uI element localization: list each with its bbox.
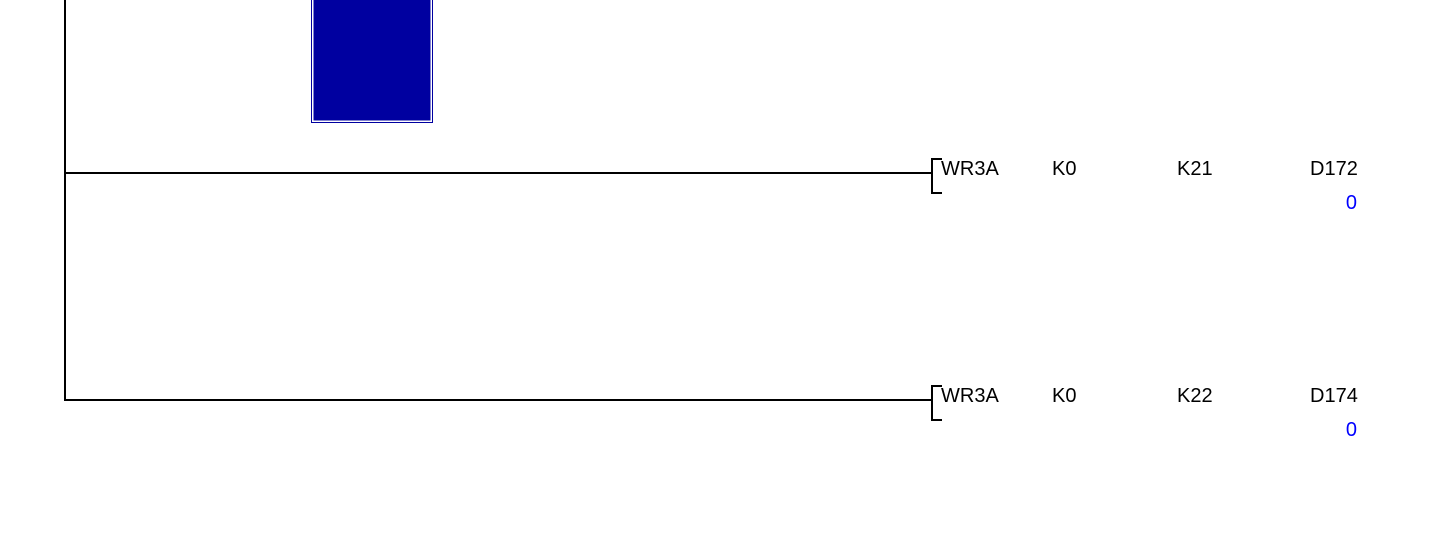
instruction-open-bracket-tick-top [931, 385, 942, 387]
instruction-open-bracket-tick-bottom [931, 419, 942, 421]
operand-2[interactable]: K22 [1177, 385, 1213, 407]
rung-wire [64, 399, 932, 401]
operand-1[interactable]: K0 [1052, 158, 1077, 180]
instruction-open-bracket [931, 158, 933, 194]
instruction-mnemonic[interactable]: WR3A [941, 385, 999, 407]
monitor-value: 0 [1345, 419, 1357, 441]
operand-2[interactable]: K21 [1177, 158, 1213, 180]
edit-cursor[interactable] [311, 0, 433, 123]
instruction-open-bracket-tick-bottom [931, 192, 942, 194]
instruction-open-bracket-tick-top [931, 158, 942, 160]
operand-1[interactable]: K0 [1052, 385, 1077, 407]
instruction-mnemonic[interactable]: WR3A [941, 158, 999, 180]
operand-3[interactable]: D172 [1310, 158, 1358, 180]
monitor-value: 0 [1345, 192, 1357, 214]
left-power-rail [63, 0, 66, 401]
instruction-open-bracket [931, 385, 933, 421]
rung-wire [64, 172, 932, 174]
operand-3[interactable]: D174 [1310, 385, 1358, 407]
